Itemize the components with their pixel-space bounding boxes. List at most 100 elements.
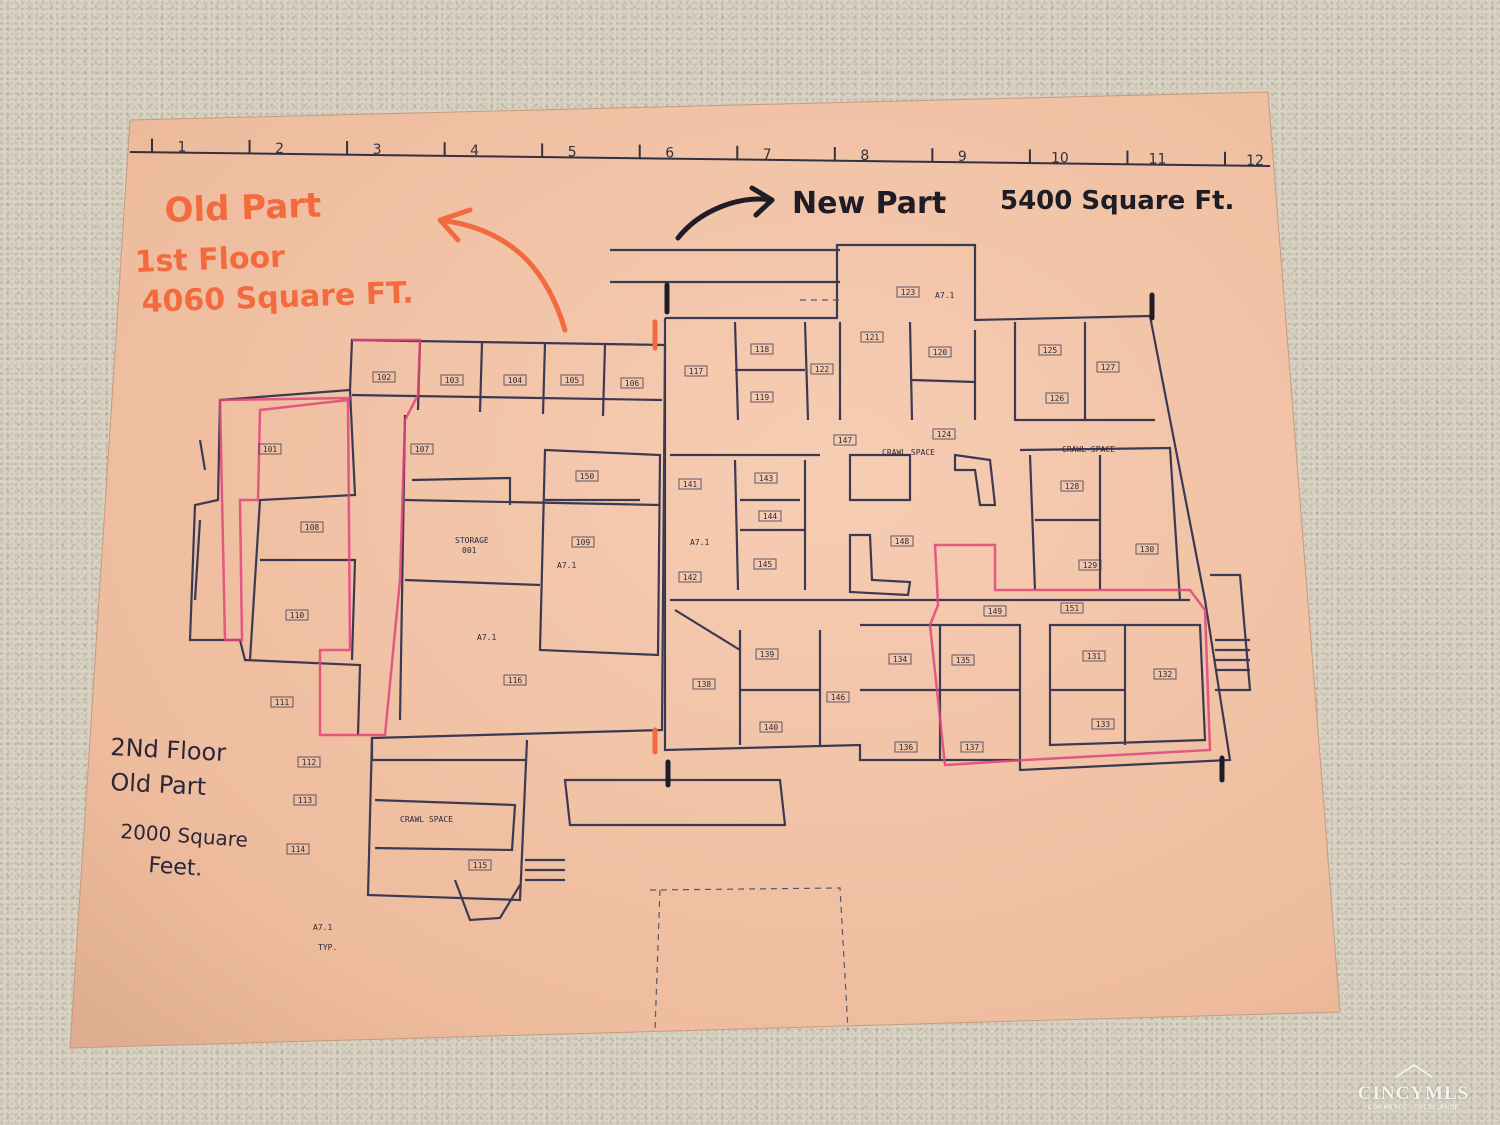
room-number-box bbox=[928, 346, 952, 358]
orange-marks bbox=[437, 207, 658, 755]
room-number: 107 bbox=[415, 445, 430, 454]
room-number-box bbox=[503, 374, 527, 386]
room-number: 102 bbox=[377, 373, 392, 382]
room-number: 114 bbox=[291, 845, 306, 854]
room-number-box bbox=[750, 343, 774, 355]
room-number: 110 bbox=[290, 611, 305, 620]
ruler-number: 9 bbox=[958, 149, 967, 165]
room-number-box bbox=[833, 434, 857, 446]
detail-ref-4: A7.1 bbox=[935, 291, 954, 300]
room-number: 109 bbox=[576, 538, 591, 547]
room-number-box bbox=[575, 470, 599, 482]
room-number-box bbox=[1060, 480, 1084, 492]
room-number: 142 bbox=[683, 573, 698, 582]
room-number-box bbox=[960, 741, 984, 753]
room-number: 147 bbox=[838, 436, 853, 445]
room-number-box bbox=[297, 756, 321, 768]
room-number-box bbox=[755, 648, 779, 660]
room-number-box bbox=[270, 696, 294, 708]
room-number-box bbox=[1096, 361, 1120, 373]
room-number-box bbox=[571, 536, 595, 548]
room-number-box bbox=[440, 374, 464, 386]
plan-text: STORAGE 001 CRAWL SPACE CRAWL SPACE CRAW… bbox=[313, 291, 1115, 952]
room-number: 116 bbox=[508, 676, 523, 685]
room-number: 124 bbox=[937, 430, 952, 439]
room-number-box bbox=[620, 377, 644, 389]
room-number-box bbox=[258, 443, 282, 455]
ruler-number: 1 bbox=[178, 140, 187, 156]
new-part-note: New Part bbox=[792, 186, 946, 221]
room-number-box bbox=[372, 371, 396, 383]
room-number-box bbox=[810, 363, 834, 375]
black-marks bbox=[664, 185, 1225, 788]
old-part-note-1: Old Part bbox=[164, 186, 322, 231]
room-number: 135 bbox=[956, 656, 971, 665]
ruler-number: 3 bbox=[373, 142, 382, 158]
old-part-note-2: 1st Floor bbox=[134, 240, 286, 280]
room-number: 115 bbox=[473, 861, 488, 870]
room-number-box bbox=[300, 521, 324, 533]
room-number: 112 bbox=[302, 758, 317, 767]
room-number-box bbox=[826, 691, 850, 703]
room-number: 122 bbox=[815, 365, 830, 374]
ruler-number: 2 bbox=[275, 141, 284, 157]
room-number: 106 bbox=[625, 379, 640, 388]
room-number: 105 bbox=[565, 376, 580, 385]
room-number-box bbox=[1153, 668, 1177, 680]
room-number: 139 bbox=[760, 650, 775, 659]
room-number: 111 bbox=[275, 698, 290, 707]
floor-plan bbox=[188, 243, 1252, 922]
room-number: 126 bbox=[1050, 394, 1065, 403]
detail-ref-5: A7.1 bbox=[313, 923, 332, 932]
dashed-lines bbox=[649, 299, 849, 1031]
room-number: 148 bbox=[895, 537, 910, 546]
room-number-box bbox=[286, 843, 310, 855]
watermark-house-icon bbox=[1341, 1062, 1486, 1083]
paper-sheet bbox=[69, 91, 1341, 1049]
watermark-tagline: COMMERCE · EXCELLENCE bbox=[1367, 1105, 1460, 1111]
room-number-box bbox=[678, 571, 702, 583]
room-number-box bbox=[860, 331, 884, 343]
room-number-box bbox=[896, 286, 920, 298]
room-number-box bbox=[678, 478, 702, 490]
room-number-box bbox=[692, 678, 716, 690]
room-number: 138 bbox=[697, 680, 712, 689]
room-number: 149 bbox=[988, 607, 1003, 616]
ruler-number: 8 bbox=[860, 148, 869, 164]
room-number: 133 bbox=[1096, 720, 1111, 729]
room-number-box bbox=[1135, 543, 1159, 555]
room-number: 144 bbox=[763, 512, 778, 521]
storage-number: 001 bbox=[462, 546, 477, 555]
room-number-box bbox=[1091, 718, 1115, 730]
room-number-box bbox=[293, 794, 317, 806]
ruler-number: 11 bbox=[1149, 152, 1167, 168]
room-number-box bbox=[1078, 559, 1102, 571]
room-number-box bbox=[759, 721, 783, 733]
room-number: 132 bbox=[1158, 670, 1173, 679]
ruler-number: 4 bbox=[470, 143, 479, 159]
room-number: 143 bbox=[759, 474, 774, 483]
second-floor-note-4: Feet. bbox=[148, 853, 204, 882]
detail-ref-2: A7.1 bbox=[477, 633, 496, 642]
room-number: 134 bbox=[893, 655, 908, 664]
room-number: 123 bbox=[901, 288, 916, 297]
room-number-box bbox=[894, 741, 918, 753]
room-number-box bbox=[932, 428, 956, 440]
room-number: 150 bbox=[580, 472, 595, 481]
room-number: 127 bbox=[1101, 363, 1116, 372]
room-number-box bbox=[684, 365, 708, 377]
room-number: 145 bbox=[758, 560, 773, 569]
typ-label: TYP. bbox=[318, 943, 337, 952]
room-number: 108 bbox=[305, 523, 320, 532]
crawl-space-label-2: CRAWL SPACE bbox=[1062, 445, 1115, 454]
room-number-box bbox=[758, 510, 782, 522]
room-number-box bbox=[951, 654, 975, 666]
room-number-box bbox=[1038, 344, 1062, 356]
room-number: 121 bbox=[865, 333, 880, 342]
crawl-space-label-1: CRAWL SPACE bbox=[882, 448, 935, 457]
cincymls-watermark: CINCYMLS COMMERCE · EXCELLENCE bbox=[1341, 1062, 1486, 1111]
storage-label: STORAGE bbox=[455, 536, 489, 545]
